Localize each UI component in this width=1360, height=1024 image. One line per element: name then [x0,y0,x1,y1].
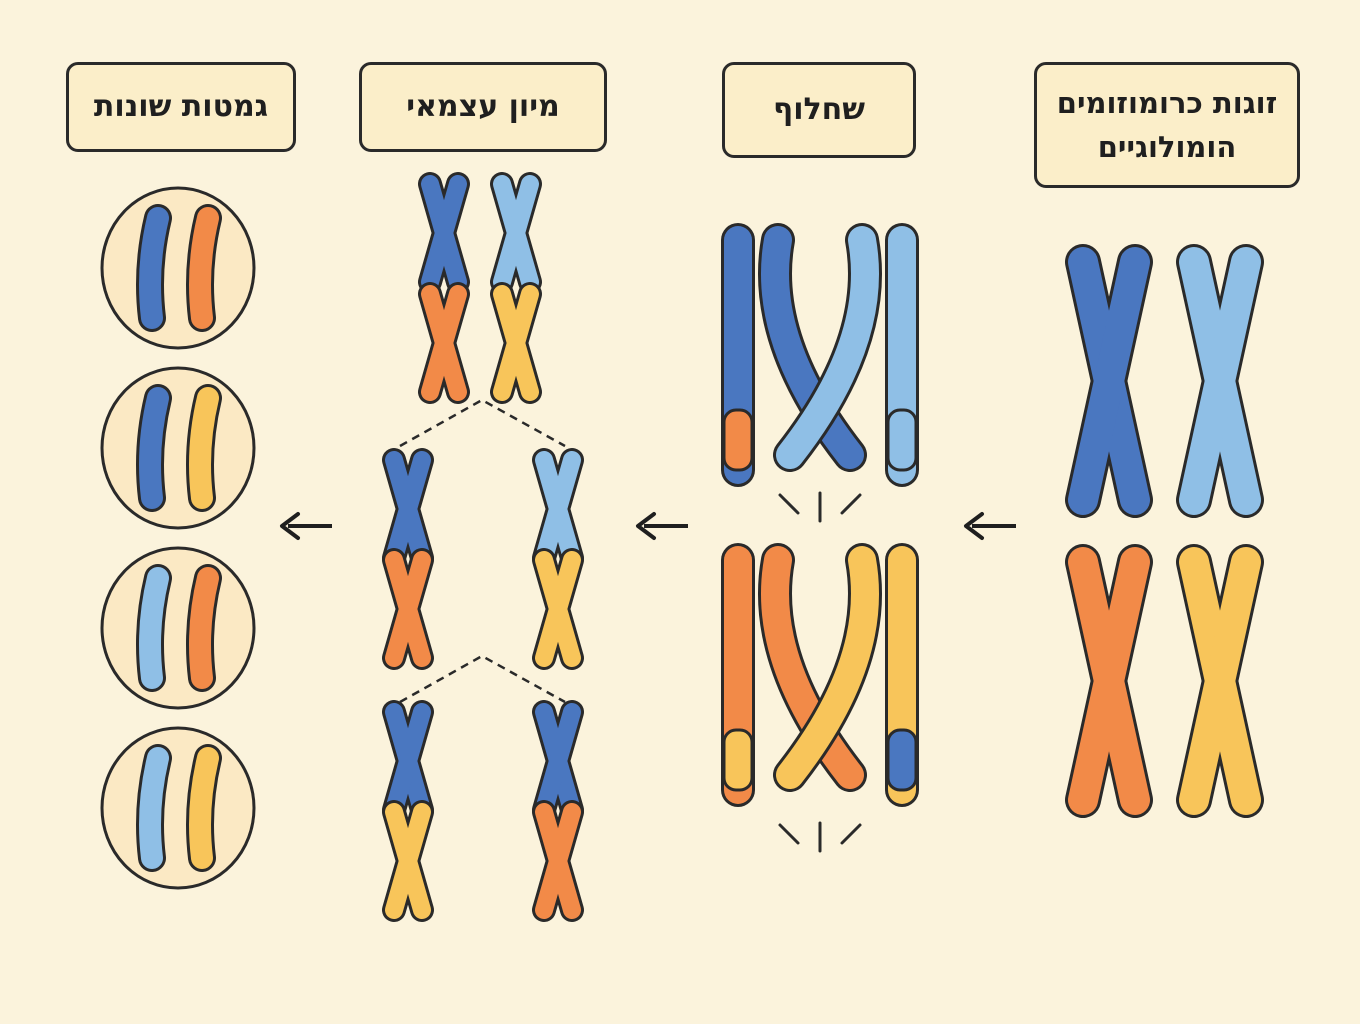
independent-assortment-column [382,172,584,922]
small-chromosome [532,800,584,922]
small-chromosome [382,448,434,570]
homologous-pairs-column [1065,244,1264,818]
small-chromosome [532,548,584,670]
crossover-pair [721,543,919,853]
small-chromosome [532,700,584,822]
crossing-over-column [721,223,919,853]
label-different-gametes: גמטות שונות [66,62,296,152]
crossover-pair [721,223,919,523]
label-crossing-over: שחלוף [722,62,916,158]
spark-line [778,823,800,845]
chromosome-yellow [1176,544,1264,818]
chromosome-orange [1065,544,1153,818]
small-chromosome [382,800,434,922]
gamete-cell [100,726,256,890]
dashed-split-line [399,398,566,448]
small-chromosome [418,172,470,294]
gamete-cell [100,186,256,350]
chromosome-light-blue [1176,244,1264,518]
small-chromosome [490,282,542,404]
label-independent-assortment: מיון עצמאי [359,62,607,152]
left-arrow-icon [280,512,332,540]
gametes-column [100,186,256,890]
gamete-chromosome [139,387,169,509]
exchanged-segment [722,408,754,472]
gamete-membrane [100,186,256,350]
spark-line [840,823,862,845]
gamete-chromosome [139,567,169,689]
small-chromosome [490,172,542,294]
gamete-chromosome [189,207,219,329]
chromosome-dark-blue [1065,244,1153,518]
left-arrow-icon [636,512,688,540]
exchanged-segment [722,728,754,792]
exchanged-segment [886,728,918,792]
gamete-cell [100,366,256,530]
gamete-chromosome [189,567,219,689]
small-chromosome [418,282,470,404]
gamete-chromosome [189,747,219,869]
left-arrow-icon [964,512,1016,540]
gamete-membrane [100,726,256,890]
small-chromosome [382,700,434,822]
dashed-split-line [399,654,566,704]
gamete-chromosome [139,747,169,869]
gamete-chromosome [189,387,219,509]
gamete-membrane [100,366,256,530]
exchanged-segment [886,408,918,472]
flow-arrows [280,512,1016,540]
small-chromosome [382,548,434,670]
gamete-cell [100,546,256,710]
small-chromosome [532,448,584,570]
gamete-chromosome [139,207,169,329]
gamete-membrane [100,546,256,710]
label-homologous-pairs: זוגות כרומוזומים הומולוגיים [1034,62,1300,188]
spark-line [840,493,862,515]
spark-line [778,493,800,515]
